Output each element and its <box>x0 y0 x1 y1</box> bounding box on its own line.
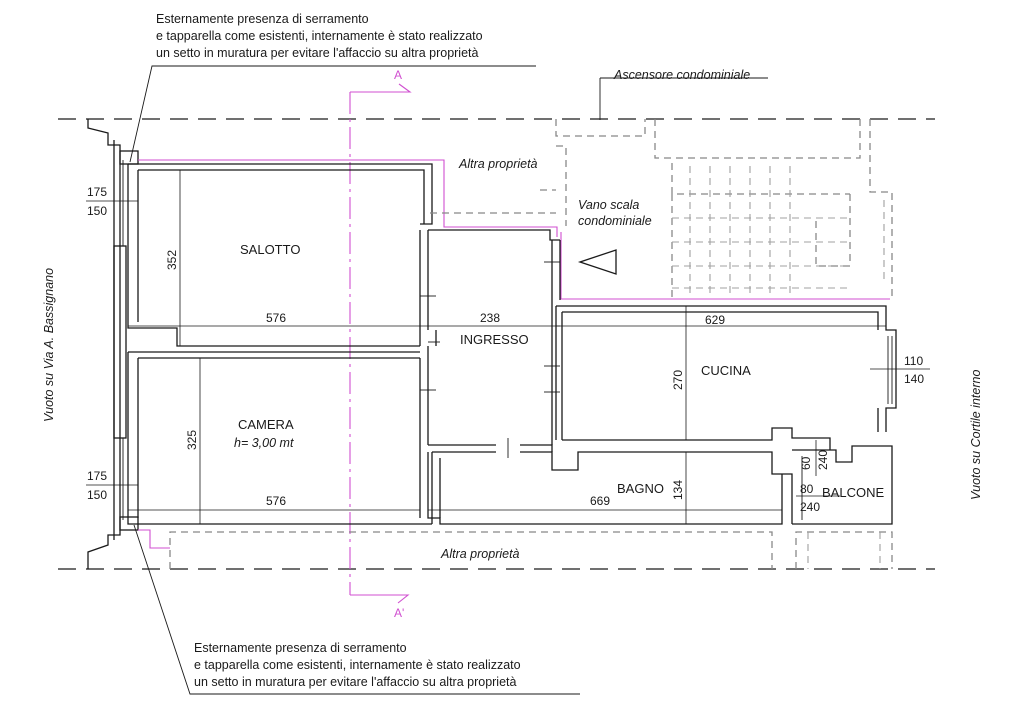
dim-salotto-width: 576 <box>266 311 286 325</box>
dim-door-60: 60 <box>799 456 813 470</box>
camera-walls <box>127 351 433 525</box>
dim-cucina-width: 629 <box>705 313 725 327</box>
note-leaders <box>129 65 768 695</box>
section-line-a <box>349 83 412 604</box>
section-mark-a-prime: A' <box>394 606 404 620</box>
dim-salotto-depth: 352 <box>165 250 179 270</box>
dim-camera-depth: 325 <box>185 430 199 450</box>
label-vano-scala: Vano scala <box>578 198 639 212</box>
dim-window-bot-h: 175 <box>87 469 107 483</box>
stair-direction-arrow <box>577 249 617 275</box>
dim-bagno-width: 669 <box>590 494 610 508</box>
dim-window-cucina-h: 110 <box>904 354 923 368</box>
note-top-line-2: e tapparella come esistenti, internament… <box>156 29 483 43</box>
salotto-walls <box>127 163 433 347</box>
label-cortile-interno: Vuoto su Cortile interno <box>969 370 983 500</box>
room-cucina: CUCINA <box>701 363 751 378</box>
section-mark-a: A <box>394 68 402 82</box>
dim-camera-width: 576 <box>266 494 286 508</box>
room-balcone: BALCONE <box>822 485 884 500</box>
dim-door-240a: 240 <box>816 450 830 470</box>
label-condominiale: condominiale <box>578 214 652 228</box>
note-top-line-3: un setto in muratura per evitare l'affac… <box>156 46 479 60</box>
note-bottom-line-2: e tapparella come esistenti, internament… <box>194 658 521 672</box>
room-camera-height: h= 3,00 mt <box>234 436 294 450</box>
cucina-walls <box>555 305 897 450</box>
ingresso-walls <box>420 229 561 458</box>
label-altra-bottom: Altra proprietà <box>440 547 520 561</box>
dim-ingresso-width: 238 <box>480 311 500 325</box>
balcone-outline <box>792 445 893 525</box>
dim-cucina-depth: 270 <box>671 370 685 390</box>
label-ascensore: Ascensore condominiale <box>613 68 750 82</box>
room-ingresso: INGRESSO <box>460 332 529 347</box>
room-bagno: BAGNO <box>617 481 664 496</box>
dim-door-240b: 240 <box>800 500 820 514</box>
room-camera: CAMERA <box>238 417 294 432</box>
dimension-lines <box>86 170 930 524</box>
note-bottom-line-1: Esternamente presenza di serramento <box>194 641 407 655</box>
label-via-bassignano: Vuoto su Via A. Bassignano <box>42 268 56 422</box>
stair-dashed <box>430 119 893 300</box>
bottom-dashed <box>169 531 893 569</box>
bagno-walls <box>427 451 793 525</box>
dim-window-top-h: 175 <box>87 185 107 199</box>
dim-window-bot-w: 150 <box>87 488 107 502</box>
note-bottom-line-3: un setto in muratura per evitare l'affac… <box>194 675 517 689</box>
property-boundary <box>138 159 890 549</box>
room-salotto: SALOTTO <box>240 242 300 257</box>
label-altra-top: Altra proprietà <box>458 157 538 171</box>
dim-window-top-w: 150 <box>87 204 107 218</box>
note-top-line-1: Esternamente presenza di serramento <box>156 12 369 26</box>
dim-bagno-depth: 134 <box>671 480 685 500</box>
dim-window-cucina-w: 140 <box>904 372 924 386</box>
dim-door-80: 80 <box>800 482 814 496</box>
